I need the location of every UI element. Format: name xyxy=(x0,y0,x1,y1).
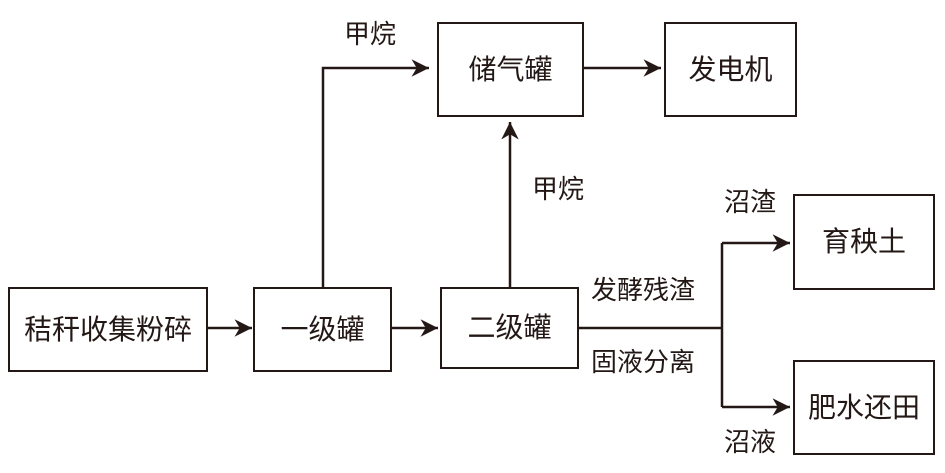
node-tank-2: 二级罐 xyxy=(440,287,579,369)
label-solid-liquid-separation: 固液分离 xyxy=(591,348,696,378)
label-methane-top: 甲烷 xyxy=(344,20,397,50)
node-generator: 发电机 xyxy=(664,22,797,117)
node-gas-tank: 储气罐 xyxy=(437,22,584,117)
label-methane-middle: 甲烷 xyxy=(532,175,585,205)
node-tank-1: 一级罐 xyxy=(253,287,392,372)
label-fermentation-residue: 发酵残渣 xyxy=(591,276,696,306)
arrow-tank1-to-gas-tank xyxy=(321,59,429,288)
node-fertilizer-return: 肥水还田 xyxy=(793,360,935,455)
label-biogas-residue: 沼渣 xyxy=(724,188,777,218)
node-straw-collection: 秸秆收集粉碎 xyxy=(8,287,208,372)
node-seedling-soil: 育秧土 xyxy=(793,194,935,290)
label-biogas-slurry: 沼液 xyxy=(724,428,777,458)
